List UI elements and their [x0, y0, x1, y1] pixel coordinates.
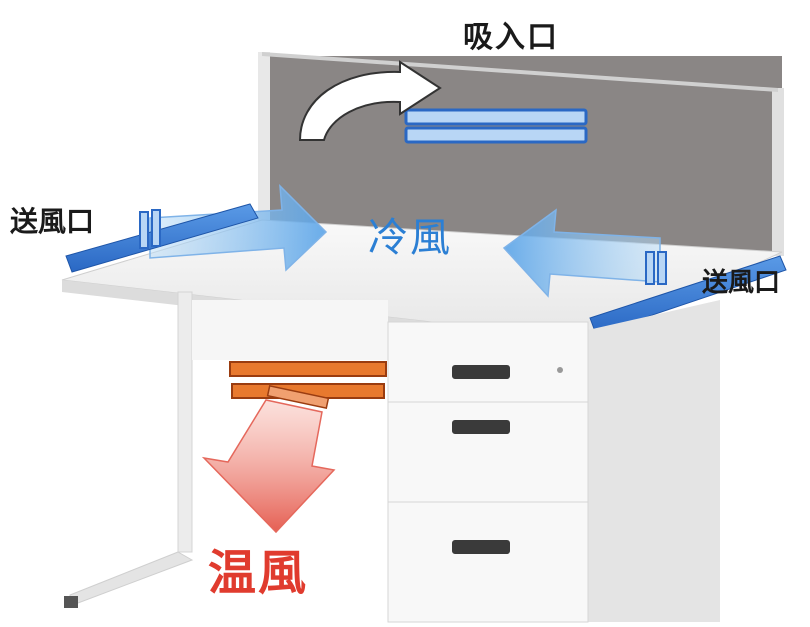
drawer-handle [452, 365, 510, 379]
drawer-handle [452, 540, 510, 554]
outlet-right-label: 送風口 [702, 268, 781, 298]
intake-label: 吸入口 [463, 20, 559, 55]
lock-icon [557, 367, 563, 373]
outlet-left-label: 送風口 [10, 205, 95, 238]
intake-arrow-icon [298, 60, 442, 141]
warm-air-label: 温風 [208, 545, 309, 601]
cool-air-arrow-left-icon [149, 184, 328, 272]
drawer-pedestal [387, 300, 720, 623]
warm-air-arrow-icon [201, 399, 336, 534]
outlet-duct-left [65, 203, 259, 273]
warm-air-vent [229, 361, 387, 410]
intake-vent [404, 108, 588, 144]
desk-leg [64, 291, 388, 608]
cool-air-label: 冷風 [368, 215, 452, 261]
drawer-handle [452, 420, 510, 434]
cool-air-arrow-right-icon [502, 208, 661, 298]
